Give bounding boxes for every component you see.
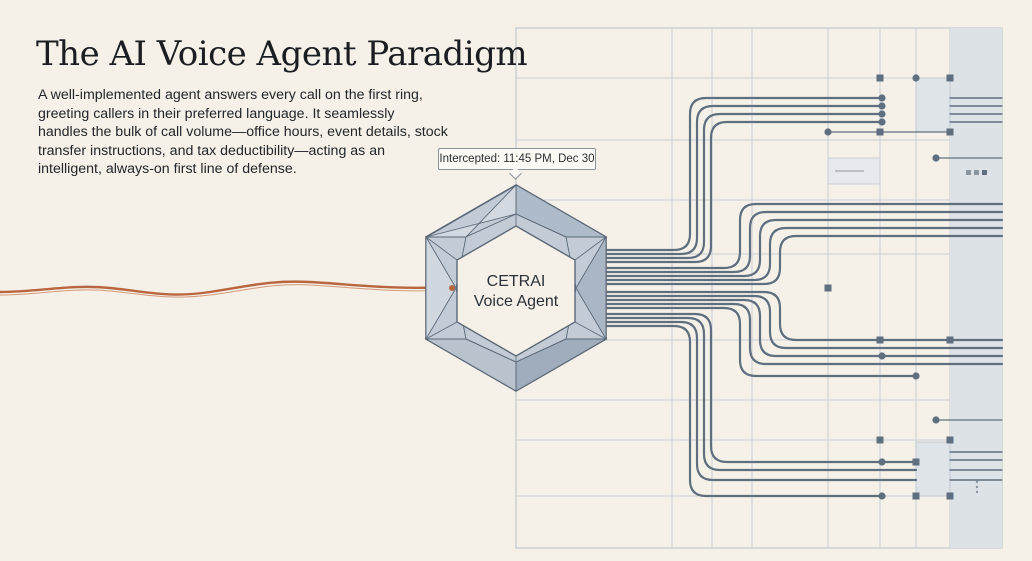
route-node [878, 94, 886, 102]
grid-junction [946, 492, 954, 500]
route-node [878, 118, 886, 126]
route-line [604, 298, 1004, 358]
bottom-panel-block [915, 441, 951, 497]
grid-junction [876, 336, 884, 344]
route-line [604, 226, 1004, 282]
grid-junction [824, 284, 832, 292]
route-node [878, 352, 886, 360]
agent-label: CETRAI Voice Agent [452, 272, 580, 312]
route-line [604, 96, 884, 252]
agent-role: Voice Agent [473, 293, 559, 310]
route-line [604, 312, 918, 464]
route-node [932, 416, 940, 424]
route-node [878, 102, 886, 110]
incoming-call-wire [0, 280, 453, 296]
route-line [604, 120, 884, 264]
route-node [932, 154, 940, 162]
grid-junction [912, 492, 920, 500]
route-line [604, 112, 884, 260]
route-line [604, 294, 1004, 350]
route-line [604, 104, 884, 256]
grid-junction [912, 458, 920, 466]
callout-text: Intercepted: 11:45 PM, Dec 30 [439, 153, 595, 165]
route-line [604, 210, 1004, 274]
route-line [604, 234, 1004, 286]
route-node [878, 492, 886, 500]
page-title: The AI Voice Agent Paradigm [36, 34, 528, 74]
intercept-timestamp-callout: Intercepted: 11:45 PM, Dec 30 [438, 148, 596, 170]
route-node [912, 372, 920, 380]
grid-junction [876, 128, 884, 136]
incoming-call-wire-shadow [0, 284, 453, 298]
routing-nodes [824, 74, 954, 500]
grid-junction [946, 336, 954, 344]
wire-connection-point [449, 285, 455, 291]
route-node [824, 128, 832, 136]
grid-junction [946, 128, 954, 136]
grid-junction [946, 74, 954, 82]
route-line [604, 306, 918, 378]
grid-junction [876, 74, 884, 82]
route-line [604, 290, 1004, 342]
routing-lines [604, 96, 1004, 498]
route-line [604, 302, 1004, 366]
top-panel-block [915, 77, 951, 133]
panel-indicator-dots [966, 170, 987, 494]
grid-junction [946, 436, 954, 444]
route-line [604, 316, 918, 472]
route-node [878, 110, 886, 118]
route-line [604, 320, 918, 482]
route-node [912, 74, 920, 82]
agent-hexagon [424, 183, 608, 392]
agent-name: CETRAI [486, 273, 546, 290]
route-line [604, 218, 1004, 278]
route-line [604, 324, 884, 498]
grid-junction [876, 436, 884, 444]
route-node [878, 458, 886, 466]
route-line [604, 202, 1004, 270]
description-text: A well-implemented agent answers every c… [38, 87, 448, 177]
